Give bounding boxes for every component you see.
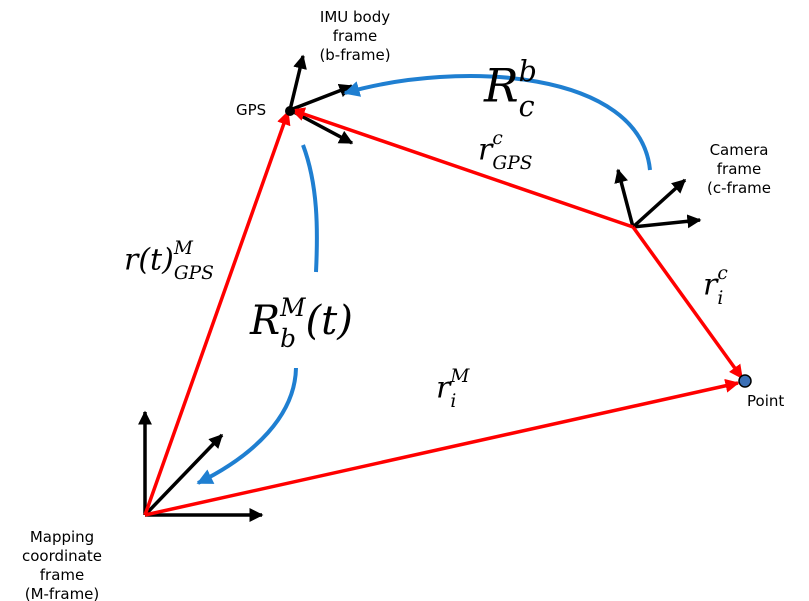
camera-frame-label: Camera frame (c-frame	[707, 141, 771, 197]
rotation-body-to-mapping-upper	[301, 144, 319, 273]
gps-dot	[285, 106, 295, 116]
mapping-frame-axes	[138, 410, 264, 522]
gps-label: GPS	[236, 101, 267, 119]
imu-frame-label: IMU body frame (b-frame)	[319, 8, 391, 64]
point-marker	[738, 374, 752, 388]
rotation-camera-to-body	[343, 74, 652, 171]
vector-r-i-c	[631, 225, 744, 380]
point-label: Point	[747, 392, 785, 410]
vector-r-gps-M	[143, 110, 291, 516]
mapping-frame-label: Mapping coordinate frame (M-frame)	[21, 528, 102, 601]
vector-r-i-M	[144, 378, 740, 517]
rotation-arcs	[196, 74, 652, 485]
position-vectors	[143, 107, 744, 517]
imu-frame-axes	[288, 54, 354, 145]
vector-r-gps-c	[290, 107, 634, 229]
camera-frame-axes	[614, 168, 702, 229]
rotation-body-to-mapping-lower	[196, 367, 298, 485]
